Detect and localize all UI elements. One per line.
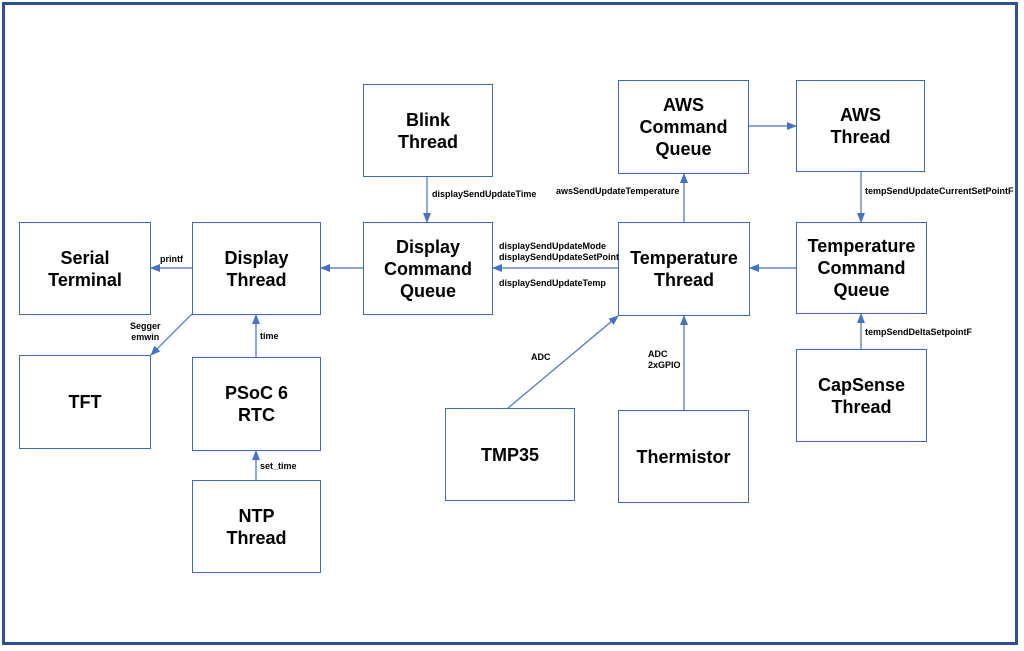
label-adc: ADC <box>531 352 551 362</box>
tmp35-box: TMP35 <box>445 408 575 501</box>
label-printf: printf <box>160 254 183 264</box>
blink-thread-box: Blink Thread <box>363 84 493 177</box>
arrow-display-to-tft <box>150 313 193 356</box>
label-display-send-update-mode-setpoint: displaySendUpdateMode displaySendUpdateS… <box>499 241 620 262</box>
aws-command-queue-box: AWS Command Queue <box>618 80 749 174</box>
aws-thread-box: AWS Thread <box>796 80 925 172</box>
capsense-thread-box: CapSense Thread <box>796 349 927 442</box>
label-temp-send-update-current-setpoint: tempSendUpdateCurrentSetPointF <box>865 186 1014 196</box>
psoc-rtc-box: PSoC 6 RTC <box>192 357 321 451</box>
label-segger-emwin: Segger emwin <box>130 321 161 342</box>
arrow-tmp35-to-temp <box>507 315 619 409</box>
label-display-send-update-time: displaySendUpdateTime <box>432 189 537 199</box>
thermistor-box: Thermistor <box>618 410 749 503</box>
ntp-thread-box: NTP Thread <box>192 480 321 573</box>
label-aws-send-update-temperature: awsSendUpdateTemperature <box>556 186 680 196</box>
tft-box: TFT <box>19 355 151 449</box>
display-thread-box: Display Thread <box>192 222 321 315</box>
display-command-queue-box: Display Command Queue <box>363 222 493 315</box>
temperature-thread-box: Temperature Thread <box>618 222 750 316</box>
temperature-command-queue-box: Temperature Command Queue <box>796 222 927 314</box>
label-adc-2xgpio: ADC 2xGPIO <box>648 349 681 370</box>
serial-terminal-box: Serial Terminal <box>19 222 151 315</box>
label-display-send-update-temp: displaySendUpdateTemp <box>499 278 606 288</box>
diagram-frame <box>2 2 1018 645</box>
label-time: time <box>260 331 279 341</box>
label-set-time: set_time <box>260 461 297 471</box>
label-temp-send-delta-setpoint: tempSendDeltaSetpointF <box>865 327 973 337</box>
